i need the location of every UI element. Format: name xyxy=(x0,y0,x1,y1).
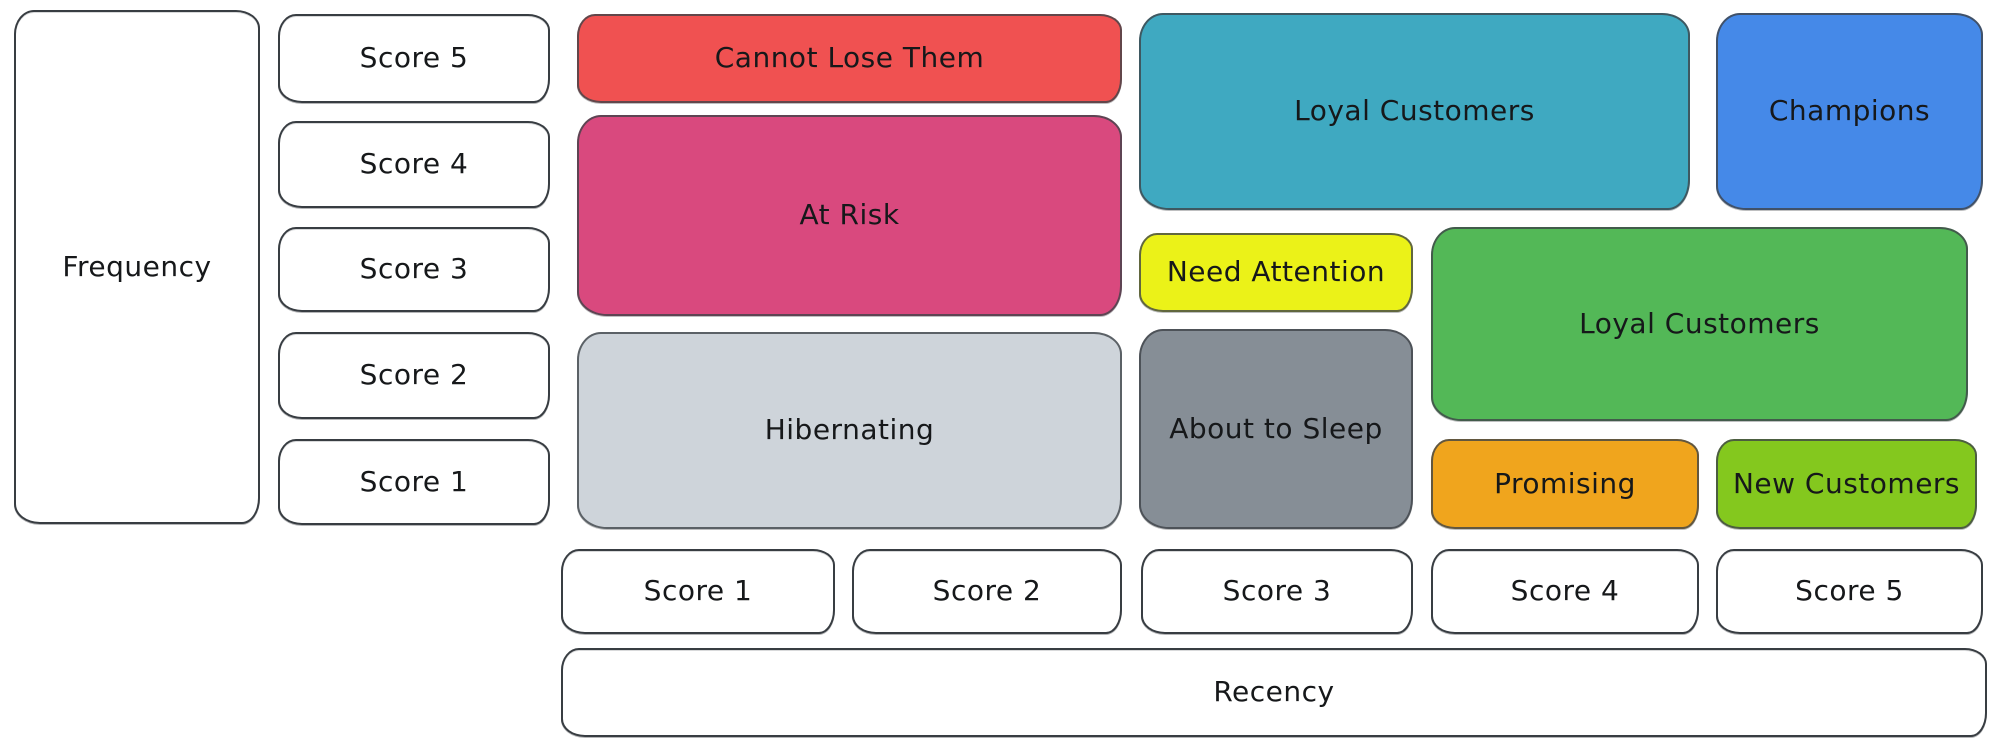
frequency-score-2-label: Score 2 xyxy=(278,332,550,419)
segment-loyal-customers-top: Loyal Customers xyxy=(1139,13,1690,210)
frequency-score-4-label: Score 4 xyxy=(278,121,550,208)
segment-promising: Promising xyxy=(1431,439,1699,529)
segment-new-customers: New Customers xyxy=(1716,439,1977,529)
segment-at-risk: At Risk xyxy=(577,115,1122,316)
frequency-axis-label: Frequency xyxy=(14,10,260,524)
segment-cannot-lose-them: Cannot Lose Them xyxy=(577,14,1122,103)
frequency-score-1-label: Score 1 xyxy=(278,439,550,525)
frequency-score-3-label: Score 3 xyxy=(278,227,550,312)
segment-about-to-sleep: About to Sleep xyxy=(1139,329,1413,529)
recency-score-3-label: Score 3 xyxy=(1141,549,1413,634)
recency-score-4-label: Score 4 xyxy=(1431,549,1699,634)
recency-score-5-label: Score 5 xyxy=(1716,549,1983,634)
recency-axis-label: Recency xyxy=(561,648,1987,737)
segment-champions: Champions xyxy=(1716,13,1983,210)
segment-hibernating: Hibernating xyxy=(577,332,1122,529)
segment-loyal-customers-mid: Loyal Customers xyxy=(1431,227,1968,421)
recency-score-1-label: Score 1 xyxy=(561,549,835,634)
frequency-score-5-label: Score 5 xyxy=(278,14,550,103)
recency-score-2-label: Score 2 xyxy=(852,549,1122,634)
segment-need-attention: Need Attention xyxy=(1139,233,1413,312)
